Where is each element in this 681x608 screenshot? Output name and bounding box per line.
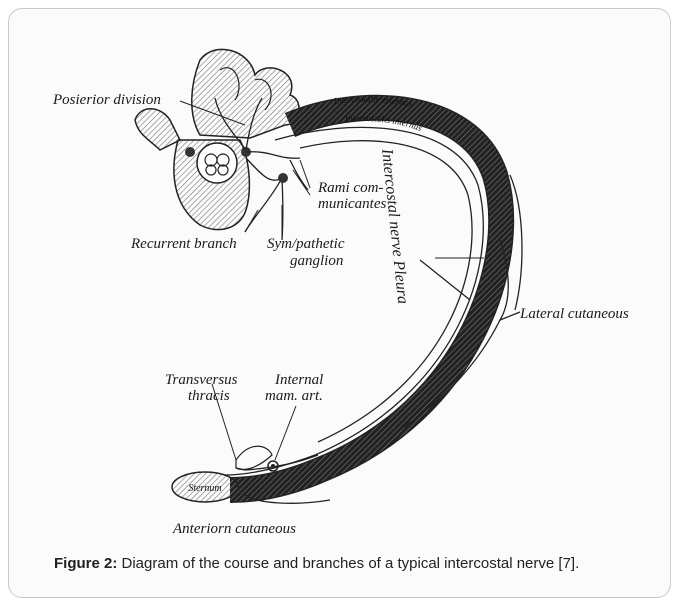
lateral-cutaneous-label: Lateral cutaneous xyxy=(520,306,629,322)
anterior-cutaneous-label: Anteriorn cutaneous xyxy=(173,521,296,537)
posterior-division-label: Posierior division xyxy=(53,92,161,108)
figure-caption: Figure 2: Diagram of the course and bran… xyxy=(54,554,644,574)
sympathetic-ganglion-marker xyxy=(278,173,288,183)
internal-mammary-label-2: mam. art. xyxy=(265,388,323,404)
sternum-label: Sternum xyxy=(188,483,221,494)
internal-mammary-label-1: Internal xyxy=(275,372,323,388)
transversus-thoracis-shape xyxy=(236,446,272,469)
transversus-thoracis-label-1: Transversus xyxy=(165,372,238,388)
vertebra xyxy=(135,49,299,229)
sympathetic-ganglion-label-1: Sym/pathetic xyxy=(267,236,344,252)
figure-caption-text: Diagram of the course and branches of a … xyxy=(117,555,579,572)
sympathetic-ganglion-label-2: ganglion xyxy=(290,253,343,269)
figure-caption-prefix: Figure 2: xyxy=(54,555,117,572)
transversus-thoracis-label-2: thracis xyxy=(188,388,230,404)
rami-communicantes-label-1: Rami com- xyxy=(318,180,383,196)
rib-muscle-layers xyxy=(225,108,501,490)
rami-communicantes-label-2: municantes xyxy=(318,196,386,212)
recurrent-branch-label: Recurrent branch xyxy=(131,236,237,252)
